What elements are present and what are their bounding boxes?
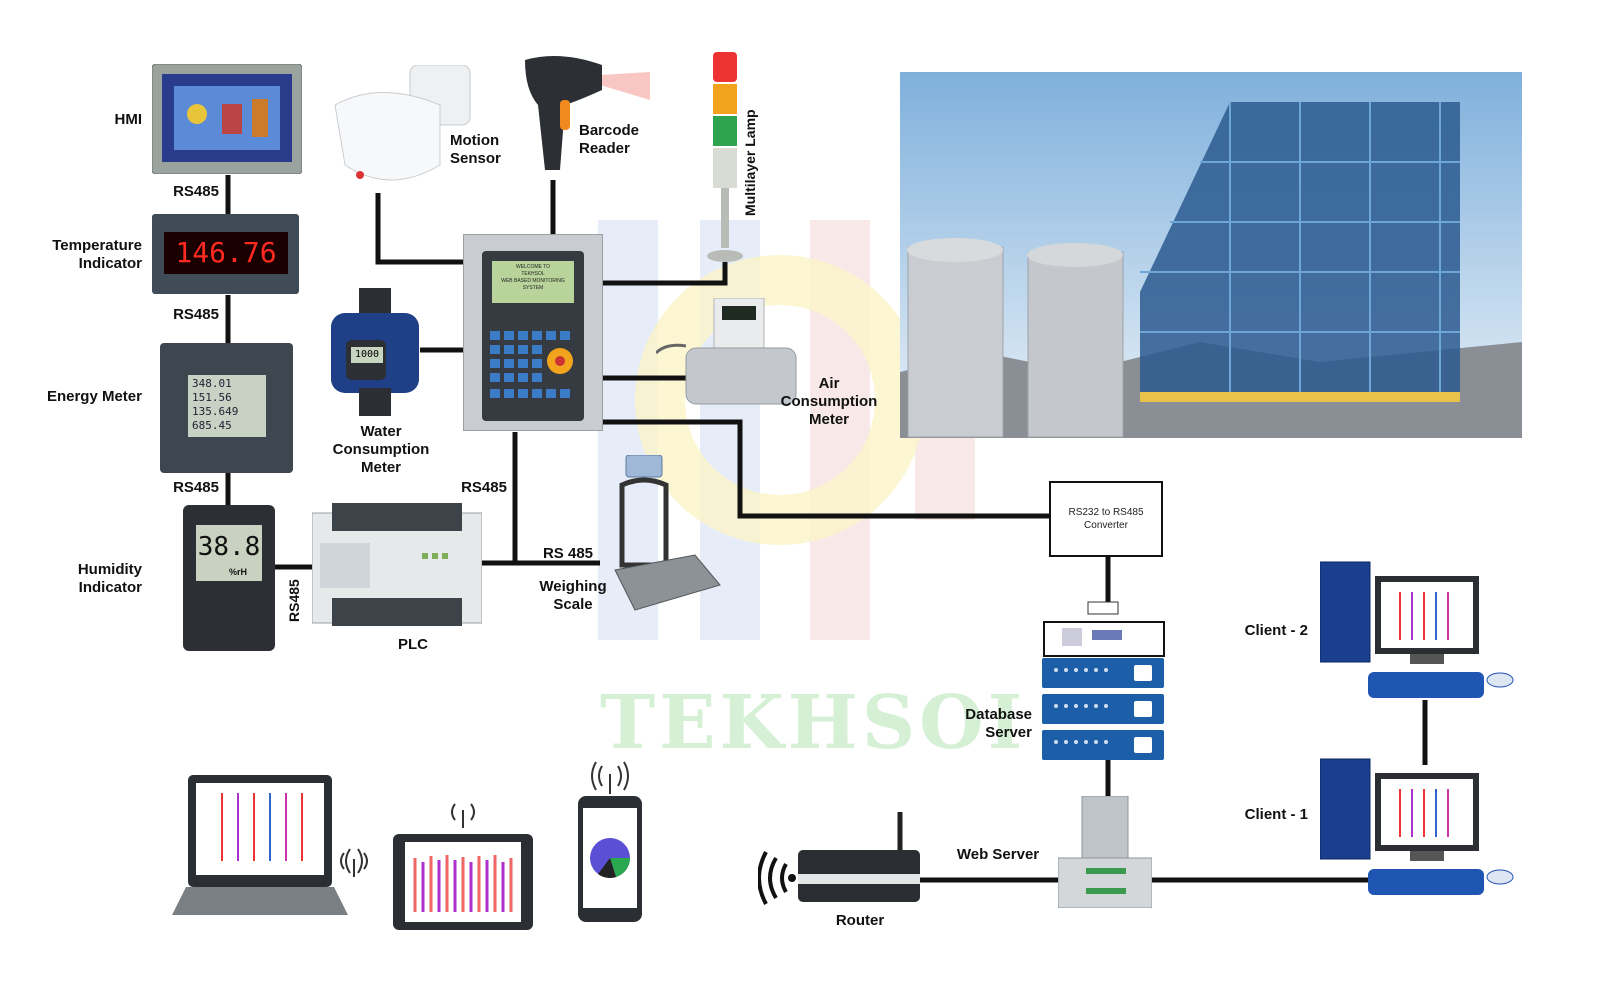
multilayer-lamp-device bbox=[707, 52, 743, 262]
controller-panel: WELCOME TO TEKHSOL WEB BASED MONITORING … bbox=[482, 251, 584, 421]
humidity-unit: %rH bbox=[229, 567, 248, 577]
laptop-device bbox=[172, 775, 368, 915]
client-1-device bbox=[1320, 758, 1514, 895]
multilayer-lamp-label: Multilayer Lamp bbox=[742, 109, 758, 216]
energy-reading: 685.45 bbox=[192, 419, 232, 432]
router-label: Router bbox=[835, 912, 885, 929]
tablet-device bbox=[393, 803, 533, 930]
temperature-indicator-label: Temperature Indicator bbox=[52, 237, 142, 272]
rs485-link-label: RS485 bbox=[173, 479, 219, 496]
controller-keypad bbox=[490, 331, 573, 398]
weighing-scale-label: Weighing Scale bbox=[539, 578, 607, 613]
motion-sensor-label: Motion Sensor bbox=[450, 132, 501, 167]
database-server-device bbox=[1042, 601, 1165, 760]
rs232-rs485-converter: RS232 to RS485 Converter bbox=[1049, 481, 1163, 557]
phone-device bbox=[578, 761, 642, 922]
barcode-reader-device bbox=[525, 56, 650, 170]
rs485-vertical-label: RS485 bbox=[286, 579, 302, 622]
client-2-label: Client - 2 bbox=[1244, 622, 1308, 639]
humidity-indicator-device: 38.8 %rH bbox=[183, 505, 275, 651]
air-meter-label: Air Consumption Meter bbox=[780, 375, 878, 428]
plc-label: PLC bbox=[398, 636, 428, 653]
temperature-indicator-device: 146.76 bbox=[152, 214, 299, 294]
client-2-device bbox=[1320, 561, 1514, 698]
energy-reading: 135.649 bbox=[192, 405, 239, 418]
hmi-device bbox=[152, 64, 302, 174]
hmi-label: HMI bbox=[114, 111, 143, 128]
client-1-label: Client - 1 bbox=[1244, 806, 1308, 823]
router-device bbox=[758, 812, 920, 905]
barcode-reader-label: Barcode Reader bbox=[579, 122, 640, 157]
rs485-link-label: RS485 bbox=[173, 306, 219, 323]
web-server-device bbox=[1058, 796, 1152, 908]
factory-photo bbox=[900, 72, 1522, 438]
air-meter-device bbox=[656, 298, 797, 405]
plc-device bbox=[312, 503, 482, 626]
motion-sensor-device bbox=[334, 65, 471, 181]
watermark-text: TEKHSOI bbox=[600, 680, 1027, 766]
water-meter-readout: 1000 bbox=[351, 347, 383, 363]
energy-meter-device: 348.01 151.56 135.649 685.45 bbox=[160, 343, 293, 473]
web-server-label: Web Server bbox=[956, 846, 1040, 863]
monitoring-controller: WELCOME TO TEKHSOL WEB BASED MONITORING … bbox=[463, 234, 603, 431]
energy-reading: 151.56 bbox=[192, 391, 232, 404]
database-server-label: Database Server bbox=[965, 706, 1032, 741]
energy-reading: 348.01 bbox=[192, 377, 232, 390]
weighing-scale-device bbox=[614, 455, 721, 611]
rs485-scale-label: RS 485 bbox=[542, 545, 594, 562]
humidity-indicator-label: Humidity Indicator bbox=[77, 561, 142, 596]
rs485-link-label: RS485 bbox=[173, 183, 219, 200]
temperature-readout: 146.76 bbox=[164, 232, 288, 274]
controller-screen: WELCOME TO TEKHSOL WEB BASED MONITORING … bbox=[492, 261, 574, 303]
energy-meter-screen: 348.01 151.56 135.649 685.45 bbox=[188, 375, 266, 437]
energy-meter-label: Energy Meter bbox=[46, 388, 142, 405]
rs485-link-label: RS485 bbox=[461, 479, 507, 496]
humidity-readout: 38.8 bbox=[196, 525, 262, 581]
water-meter-label: Water Consumption Meter bbox=[332, 423, 430, 476]
